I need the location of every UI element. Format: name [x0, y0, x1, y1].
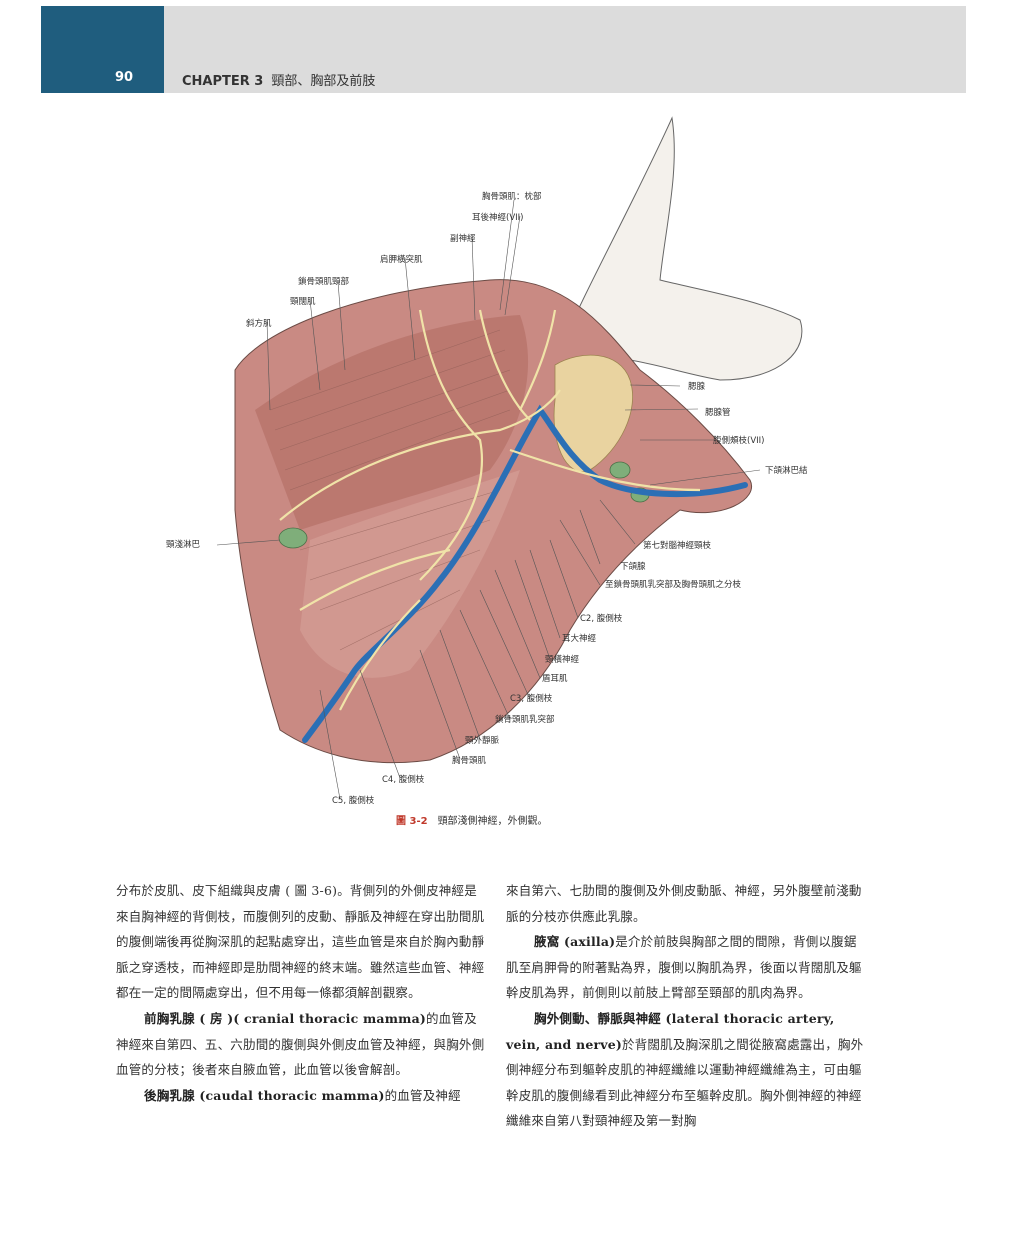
- right-paragraph-1: 來自第六、七肋間的腹側及外側皮動脈、神經，另外腹壁前淺動脈的分枝亦供應此乳腺。: [506, 883, 862, 924]
- label-sternocephalicus: 胸骨頭肌: [452, 756, 487, 766]
- right-paragraph-2: 腋窩 (axilla)是介於前肢與胸部之間的間隙，背側以腹鋸肌至肩胛骨的附著點為…: [506, 929, 868, 1006]
- label-parotid-duct: 腮腺管: [705, 408, 731, 418]
- anatomy-figure: 胸骨頭肌：枕部 耳後神經(VII) 副神經 肩胛橫突肌 鎖骨頭肌頸部 頸闊肌 斜…: [160, 110, 860, 815]
- label-sternocephalicus-occipital: 胸骨頭肌：枕部: [482, 192, 542, 202]
- left-column: 分布於皮肌、皮下組織與皮膚 ( 圖 3-6)。背側列的外側皮神經是來自胸神經的背…: [116, 878, 486, 1108]
- label-caudal-auricular-nerve: 耳後神經(VII): [472, 213, 524, 223]
- left-paragraph-1: 分布於皮肌、皮下組織與皮膚 ( 圖 3-6)。背側列的外側皮神經是來自胸神經的背…: [116, 883, 485, 1001]
- left-paragraph-2: 前胸乳腺 ( 房 )( cranial thoracic mamma)的血管及神…: [116, 1006, 486, 1083]
- label-c5-ventral-branch: C5, 腹側枝: [332, 796, 375, 806]
- page-number-box: 90: [41, 6, 164, 93]
- caption-number: 圖 3-2: [396, 816, 428, 827]
- label-cranial-nerve-vii-cervical: 第七對腦神經頸枝: [643, 541, 712, 551]
- label-omotransversarius: 肩胛橫突肌: [380, 255, 423, 265]
- left-paragraph-3-text: 的血管及神經: [384, 1087, 461, 1103]
- label-mandibular-lymph-node: 下頜淋巴結: [765, 466, 808, 476]
- label-parotid-gland: 腮腺: [688, 382, 706, 392]
- term-caudal-thoracic-mamma: 後胸乳腺 (caudal thoracic mamma): [144, 1087, 385, 1103]
- term-cranial-thoracic-mamma: 前胸乳腺 ( 房 )( cranial thoracic mamma): [144, 1010, 426, 1026]
- figure-caption: 圖 3-2 頸部淺側神經，外側觀。: [396, 812, 548, 827]
- label-external-jugular-vein: 頸外靜脈: [465, 736, 500, 746]
- right-paragraph-2-text: 是介於前肢與胸部之間的間隙，背側以腹鋸肌至肩胛骨的附著點為界，腹側以胸肌為界，後…: [506, 934, 862, 1001]
- left-paragraph-2-text: 的血管及神經來自第四、五、六肋間的腹側與外側皮血管及神經，與胸外側血管的分枝；後…: [116, 1010, 485, 1078]
- label-superficial-cervical-lymph: 頸淺淋巴: [166, 540, 201, 550]
- page-number: 90: [115, 70, 134, 85]
- anatomy-illustration: [216, 116, 803, 800]
- label-transverse-cervical-nerve: 頸橫神經: [545, 655, 580, 665]
- right-paragraph-3-text: 於背闊肌及胸深肌之間從腋窩處露出，胸外側神經分布到軀幹皮肌的神經纖維以運動神經纖…: [506, 1036, 864, 1129]
- left-paragraph-3: 後胸乳腺 (caudal thoracic mamma)的血管及神經: [116, 1083, 486, 1109]
- page-header: 90 CHAPTER 3 頸部、胸部及前肢: [41, 6, 966, 93]
- chapter-title: 頸部、胸部及前肢: [271, 74, 376, 89]
- label-accessory-nerve: 副神經: [450, 234, 476, 244]
- label-scutuloauricularis: 盾耳肌: [542, 674, 568, 684]
- term-axilla: 腋窩 (axilla): [534, 934, 616, 950]
- label-platysma: 頸闊肌: [290, 297, 316, 307]
- label-branches-to-muscles: 至鎖骨頭肌乳突部及胸骨頭肌之分枝: [605, 580, 742, 590]
- label-c4-ventral-branch: C4, 腹側枝: [382, 775, 425, 785]
- chapter-heading: CHAPTER 3 頸部、胸部及前肢: [182, 70, 375, 89]
- right-column: 來自第六、七肋間的腹側及外側皮動脈、神經，另外腹壁前淺動脈的分枝亦供應此乳腺。 …: [506, 878, 868, 1134]
- label-mandibular-gland: 下頜腺: [620, 562, 646, 572]
- label-ventral-buccal-branch: 腹側頰枝(VII): [713, 436, 765, 446]
- label-great-auricular-nerve: 耳大神經: [562, 634, 597, 644]
- label-c3-ventral-branch: C3, 腹側枝: [510, 694, 553, 704]
- label-trapezius: 斜方肌: [246, 319, 272, 329]
- term-lateral-thoracic-vessels: 胸外側動、靜脈與神經 (lateral thoracic artery, vei…: [506, 1010, 835, 1052]
- right-paragraph-3: 胸外側動、靜脈與神經 (lateral thoracic artery, vei…: [506, 1006, 868, 1134]
- caption-text: 頸部淺側神經，外側觀。: [437, 816, 548, 827]
- chapter-label: CHAPTER 3: [182, 74, 264, 89]
- label-c2-ventral-branch: C2, 腹側枝: [580, 614, 623, 624]
- label-cleidocephalicus-mastoid: 鎖骨頭肌乳突部: [495, 715, 555, 725]
- label-cleidocephalicus-cervical: 鎖骨頭肌頸部: [298, 277, 350, 287]
